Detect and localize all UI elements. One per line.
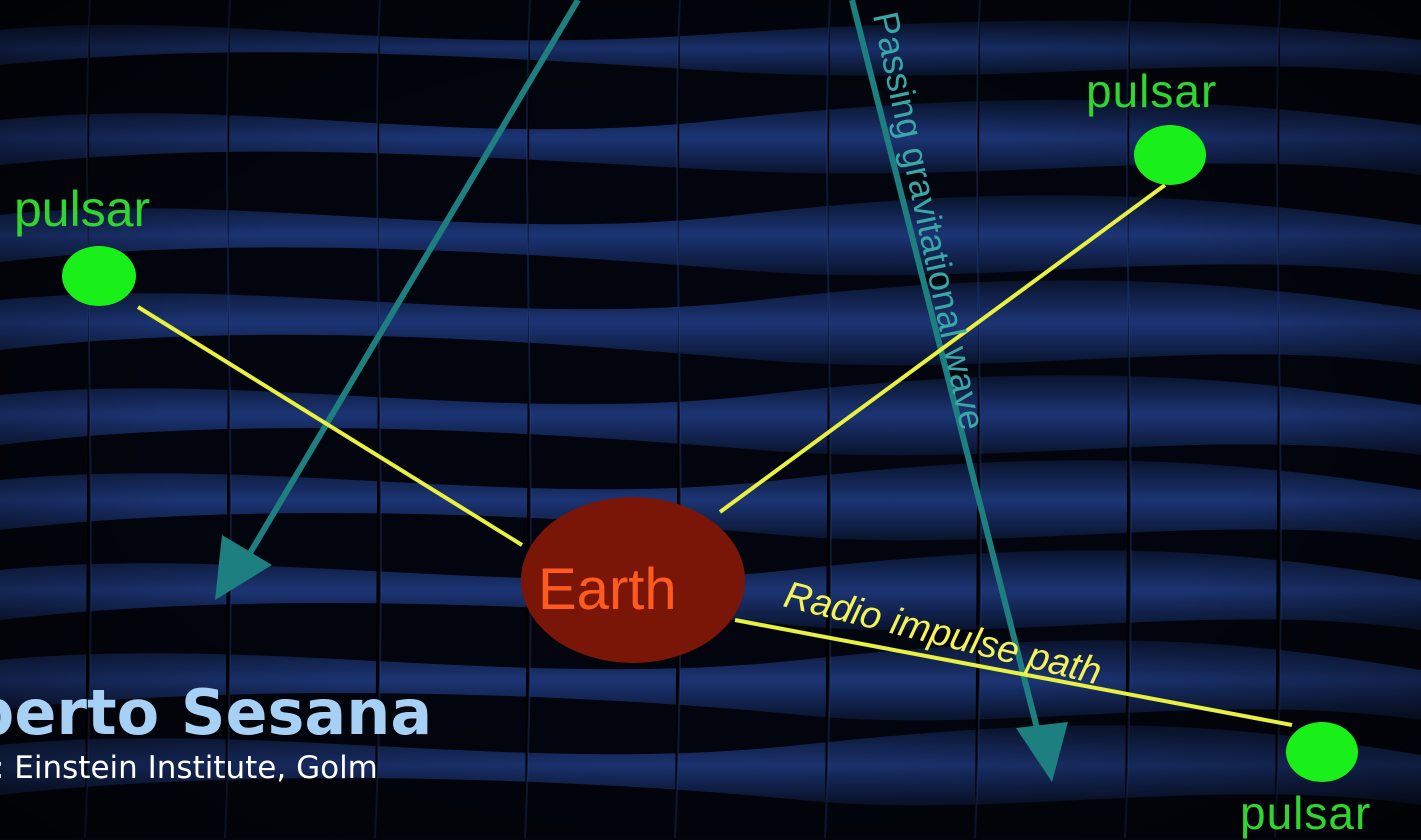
pulsar-label-bottom-right: pulsar — [1240, 787, 1372, 839]
author-name: berto Sesana — [0, 676, 433, 749]
radio-path-bottom — [734, 618, 1293, 727]
earth-label: Earth — [538, 557, 677, 622]
gravitational-wave-arrow-left — [237, 0, 581, 572]
pulsar-left — [62, 246, 136, 306]
gravitational-wave-arrow-right — [849, 0, 1043, 741]
earth — [521, 497, 745, 663]
gravitational-wave-arrowhead-right — [1016, 722, 1068, 782]
radio-path-top — [718, 183, 1167, 514]
author-affiliation: : Einstein Institute, Golm — [0, 750, 378, 786]
gravitational-wave-arrowhead-left — [215, 535, 272, 600]
pulsar-label-left: pulsar — [14, 181, 151, 237]
pulsar-label-top-right: pulsar — [1086, 65, 1218, 117]
radio-path-left — [136, 305, 524, 547]
pulsar-bottom-right — [1286, 722, 1358, 782]
radio-impulse-paths — [136, 183, 1293, 727]
pulsar-top-right — [1134, 125, 1206, 185]
